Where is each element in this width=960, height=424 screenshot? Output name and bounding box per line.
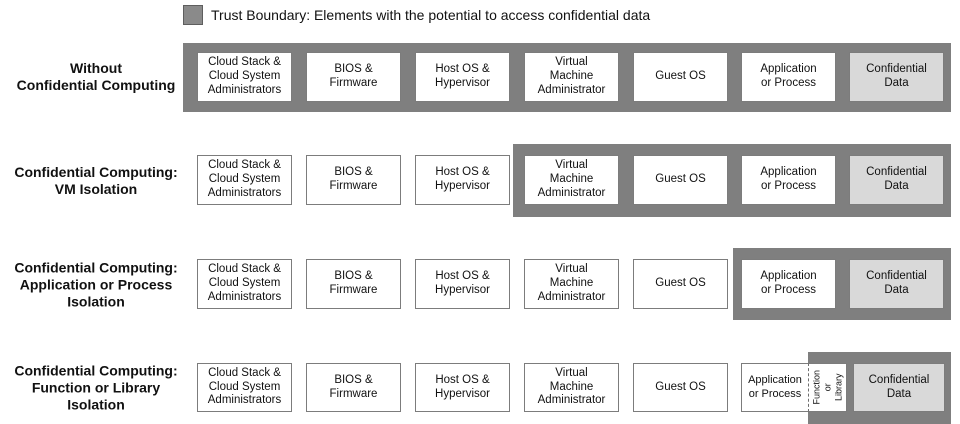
box-cloud-stack-admins: Cloud Stack & Cloud System Administrator… <box>197 363 292 412</box>
trust-boundary-swatch-icon <box>183 4 203 25</box>
box-application-process: Application or Process <box>741 155 836 205</box>
box-guest-os: Guest OS <box>633 155 728 205</box>
box-vm-administrator: Virtual Machine Administrator <box>524 363 619 412</box>
box-bios-firmware: BIOS & Firmware <box>306 363 401 412</box>
box-application-process: Application or Process <box>741 259 836 309</box>
trust-boundary-label: Trust Boundary: Elements with the potent… <box>211 6 651 23</box>
box-host-os-hypervisor: Host OS & Hypervisor <box>415 52 510 102</box>
row-label-function-library-isolation: Confidential Computing: Function or Libr… <box>14 362 178 413</box>
box-host-os-hypervisor: Host OS & Hypervisor <box>415 155 510 205</box>
box-bios-firmware: BIOS & Firmware <box>306 259 401 309</box>
box-guest-os: Guest OS <box>633 363 728 412</box>
box-vm-administrator: Virtual Machine Administrator <box>524 52 619 102</box>
trust-boundary-legend: Trust Boundary: Elements with the potent… <box>183 4 650 25</box>
box-cloud-stack-admins: Cloud Stack & Cloud System Administrator… <box>197 155 292 205</box>
box-confidential-data: Confidential Data <box>849 155 944 205</box>
box-confidential-data: Confidential Data <box>849 259 944 309</box>
box-bios-firmware: BIOS & Firmware <box>306 155 401 205</box>
box-function-library-label: Function or Library <box>811 370 843 405</box>
box-vm-administrator: Virtual Machine Administrator <box>524 259 619 309</box>
row-label-without-confidential-computing: Without Confidential Computing <box>16 59 176 93</box>
box-application-process: Application or Process <box>741 52 836 102</box>
box-host-os-hypervisor: Host OS & Hypervisor <box>415 259 510 309</box>
box-function-library: Function or Library <box>808 363 847 412</box>
box-application-process: Application or Process <box>741 363 808 412</box>
box-vm-administrator: Virtual Machine Administrator <box>524 155 619 205</box>
box-guest-os: Guest OS <box>633 52 728 102</box>
box-confidential-data: Confidential Data <box>853 363 945 412</box>
box-cloud-stack-admins: Cloud Stack & Cloud System Administrator… <box>197 52 292 102</box>
box-guest-os: Guest OS <box>633 259 728 309</box>
box-confidential-data: Confidential Data <box>849 52 944 102</box>
row-label-application-process-isolation: Confidential Computing: Application or P… <box>14 259 178 310</box>
row-label-vm-isolation: Confidential Computing: VM Isolation <box>14 163 178 197</box>
box-bios-firmware: BIOS & Firmware <box>306 52 401 102</box>
box-cloud-stack-admins: Cloud Stack & Cloud System Administrator… <box>197 259 292 309</box>
box-host-os-hypervisor: Host OS & Hypervisor <box>415 363 510 412</box>
